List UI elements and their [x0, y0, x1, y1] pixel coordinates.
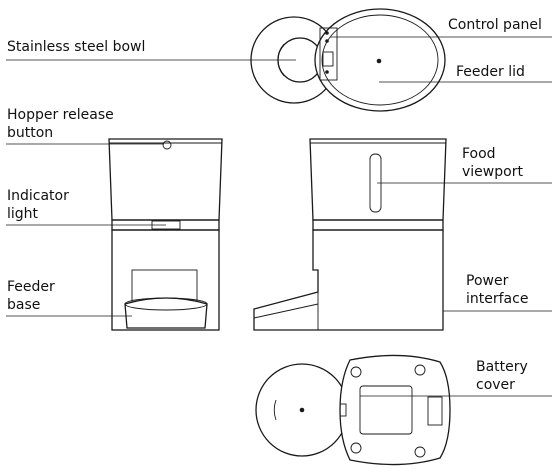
bottom-bowl-center	[299, 407, 305, 413]
front-view	[108, 138, 223, 331]
label-power-interface: Power interface	[466, 273, 529, 307]
side-collar	[312, 219, 444, 231]
battery-cover-plate	[359, 385, 413, 435]
bottom-side-tab	[427, 396, 443, 426]
feeder-lid-inner	[321, 14, 439, 106]
label-feeder-base: Feeder base	[7, 279, 55, 313]
lid-center-dot	[376, 58, 382, 64]
control-panel-button	[325, 31, 329, 35]
front-base-opening	[131, 269, 198, 303]
hopper-release-button-mark	[162, 140, 172, 150]
leader-lines	[6, 36, 552, 397]
rubber-foot	[350, 366, 362, 378]
side-base	[253, 229, 444, 331]
label-stainless-steel-bowl: Stainless steel bowl	[7, 39, 146, 55]
control-panel-button	[325, 70, 329, 74]
bottom-latch	[339, 403, 347, 417]
bottom-bowl-arc	[273, 399, 277, 421]
bottom-view	[255, 354, 451, 466]
rubber-foot	[414, 364, 426, 376]
rubber-foot	[350, 442, 362, 454]
label-hopper-release-button: Hopper release button	[7, 107, 114, 141]
top-view	[250, 8, 446, 112]
label-food-viewport: Food viewport	[462, 146, 523, 180]
hopper-front	[108, 138, 223, 221]
label-indicator-light: Indicator light	[7, 188, 69, 222]
bottom-base-outline	[339, 354, 451, 466]
front-base-body	[111, 229, 220, 331]
control-panel-display	[322, 51, 334, 67]
label-control-panel: Control panel	[448, 17, 542, 33]
control-panel-button	[325, 39, 329, 43]
side-tray-edge	[253, 303, 319, 319]
control-panel-strip	[319, 27, 338, 81]
side-view	[253, 138, 447, 331]
rubber-foot	[414, 446, 426, 458]
front-bowl-rim	[124, 297, 208, 311]
front-bowl	[124, 297, 208, 329]
label-battery-cover: Battery cover	[476, 359, 528, 393]
side-hopper	[309, 138, 447, 221]
label-feeder-lid: Feeder lid	[456, 64, 525, 80]
